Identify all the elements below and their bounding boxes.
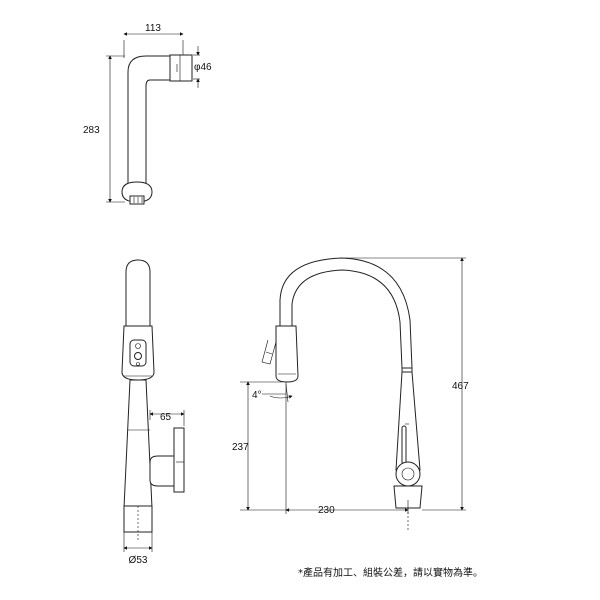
dim-side-handle: 65 [160, 412, 172, 423]
dim-top-width: 113 [145, 23, 161, 34]
side-view: 65 Ø53 [121, 259, 185, 566]
dim-front-reach: 230 [318, 505, 335, 516]
dim-side-base: Ø53 [129, 555, 148, 566]
dim-front-spout-height: 237 [232, 442, 249, 453]
dim-front-total-height: 467 [452, 381, 469, 392]
front-view: 4° 237 467 230 [232, 257, 469, 530]
dim-top-height: 283 [83, 125, 100, 136]
dim-top-diameter: φ46 [194, 62, 212, 73]
dim-front-angle: 4° [252, 390, 262, 401]
footnote: *產品有加工、組裝公差，請以實物為準。 [298, 566, 483, 579]
top-view: 113 φ46 283 [83, 23, 212, 205]
